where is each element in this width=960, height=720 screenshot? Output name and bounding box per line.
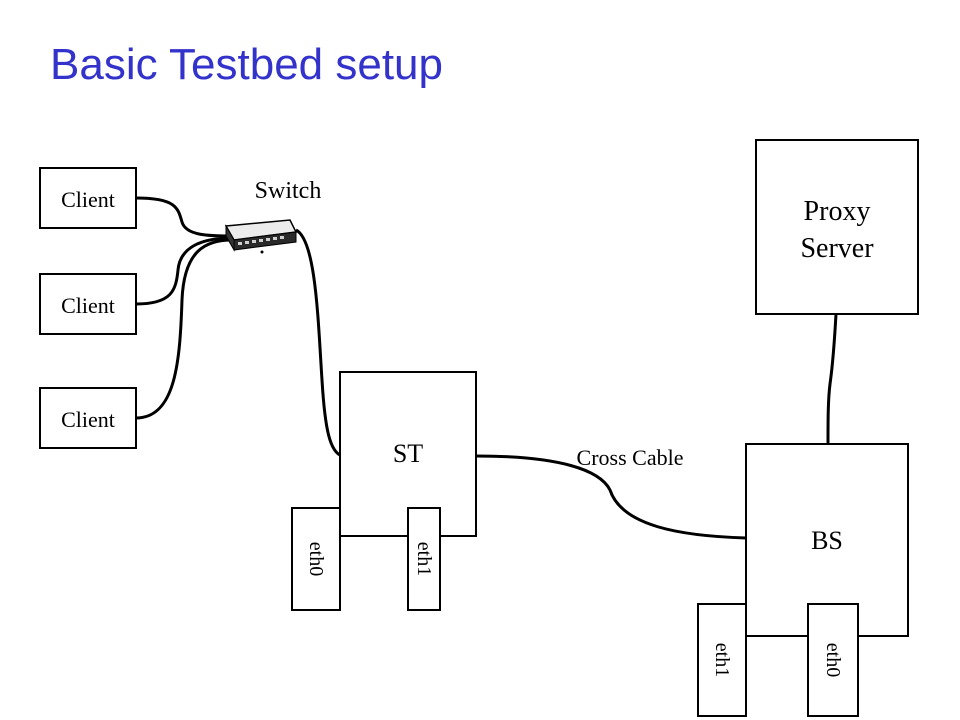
client-label: Client: [61, 407, 115, 432]
st-port-eth1: eth1: [407, 507, 441, 611]
bs-port-label: eth0: [822, 643, 844, 677]
client-label: Client: [61, 187, 115, 212]
cable-client2-switch: [135, 236, 233, 306]
client-label: Client: [61, 293, 115, 318]
switch-label: Switch: [255, 178, 322, 204]
client-node-3: Client: [39, 387, 137, 449]
bs-port-eth0: eth0: [807, 603, 859, 717]
client-node-2: Client: [39, 273, 137, 335]
cable-client3-switch: [135, 238, 233, 420]
cable-bs-proxy: [826, 313, 838, 445]
network-switch-icon: [224, 219, 298, 254]
st-port-eth0: eth0: [291, 507, 341, 611]
st-port-label: eth1: [413, 542, 435, 576]
st-label: ST: [393, 439, 423, 468]
cable-switch-st: [295, 228, 343, 458]
slide-title: Basic Testbed setup: [50, 40, 443, 89]
bs-port-eth1: eth1: [697, 603, 747, 717]
client-node-1: Client: [39, 167, 137, 229]
bs-label: BS: [811, 526, 843, 555]
proxy-server-node: Proxy Server: [755, 139, 919, 315]
cross-cable: [475, 454, 747, 540]
cross-cable-label: Cross Cable: [577, 445, 684, 470]
bs-port-label: eth1: [711, 643, 733, 677]
proxy-label-line2: Server: [800, 233, 874, 264]
st-port-label: eth0: [305, 542, 327, 576]
proxy-label-line1: Proxy: [804, 196, 871, 227]
cable-client1-switch: [135, 196, 233, 238]
